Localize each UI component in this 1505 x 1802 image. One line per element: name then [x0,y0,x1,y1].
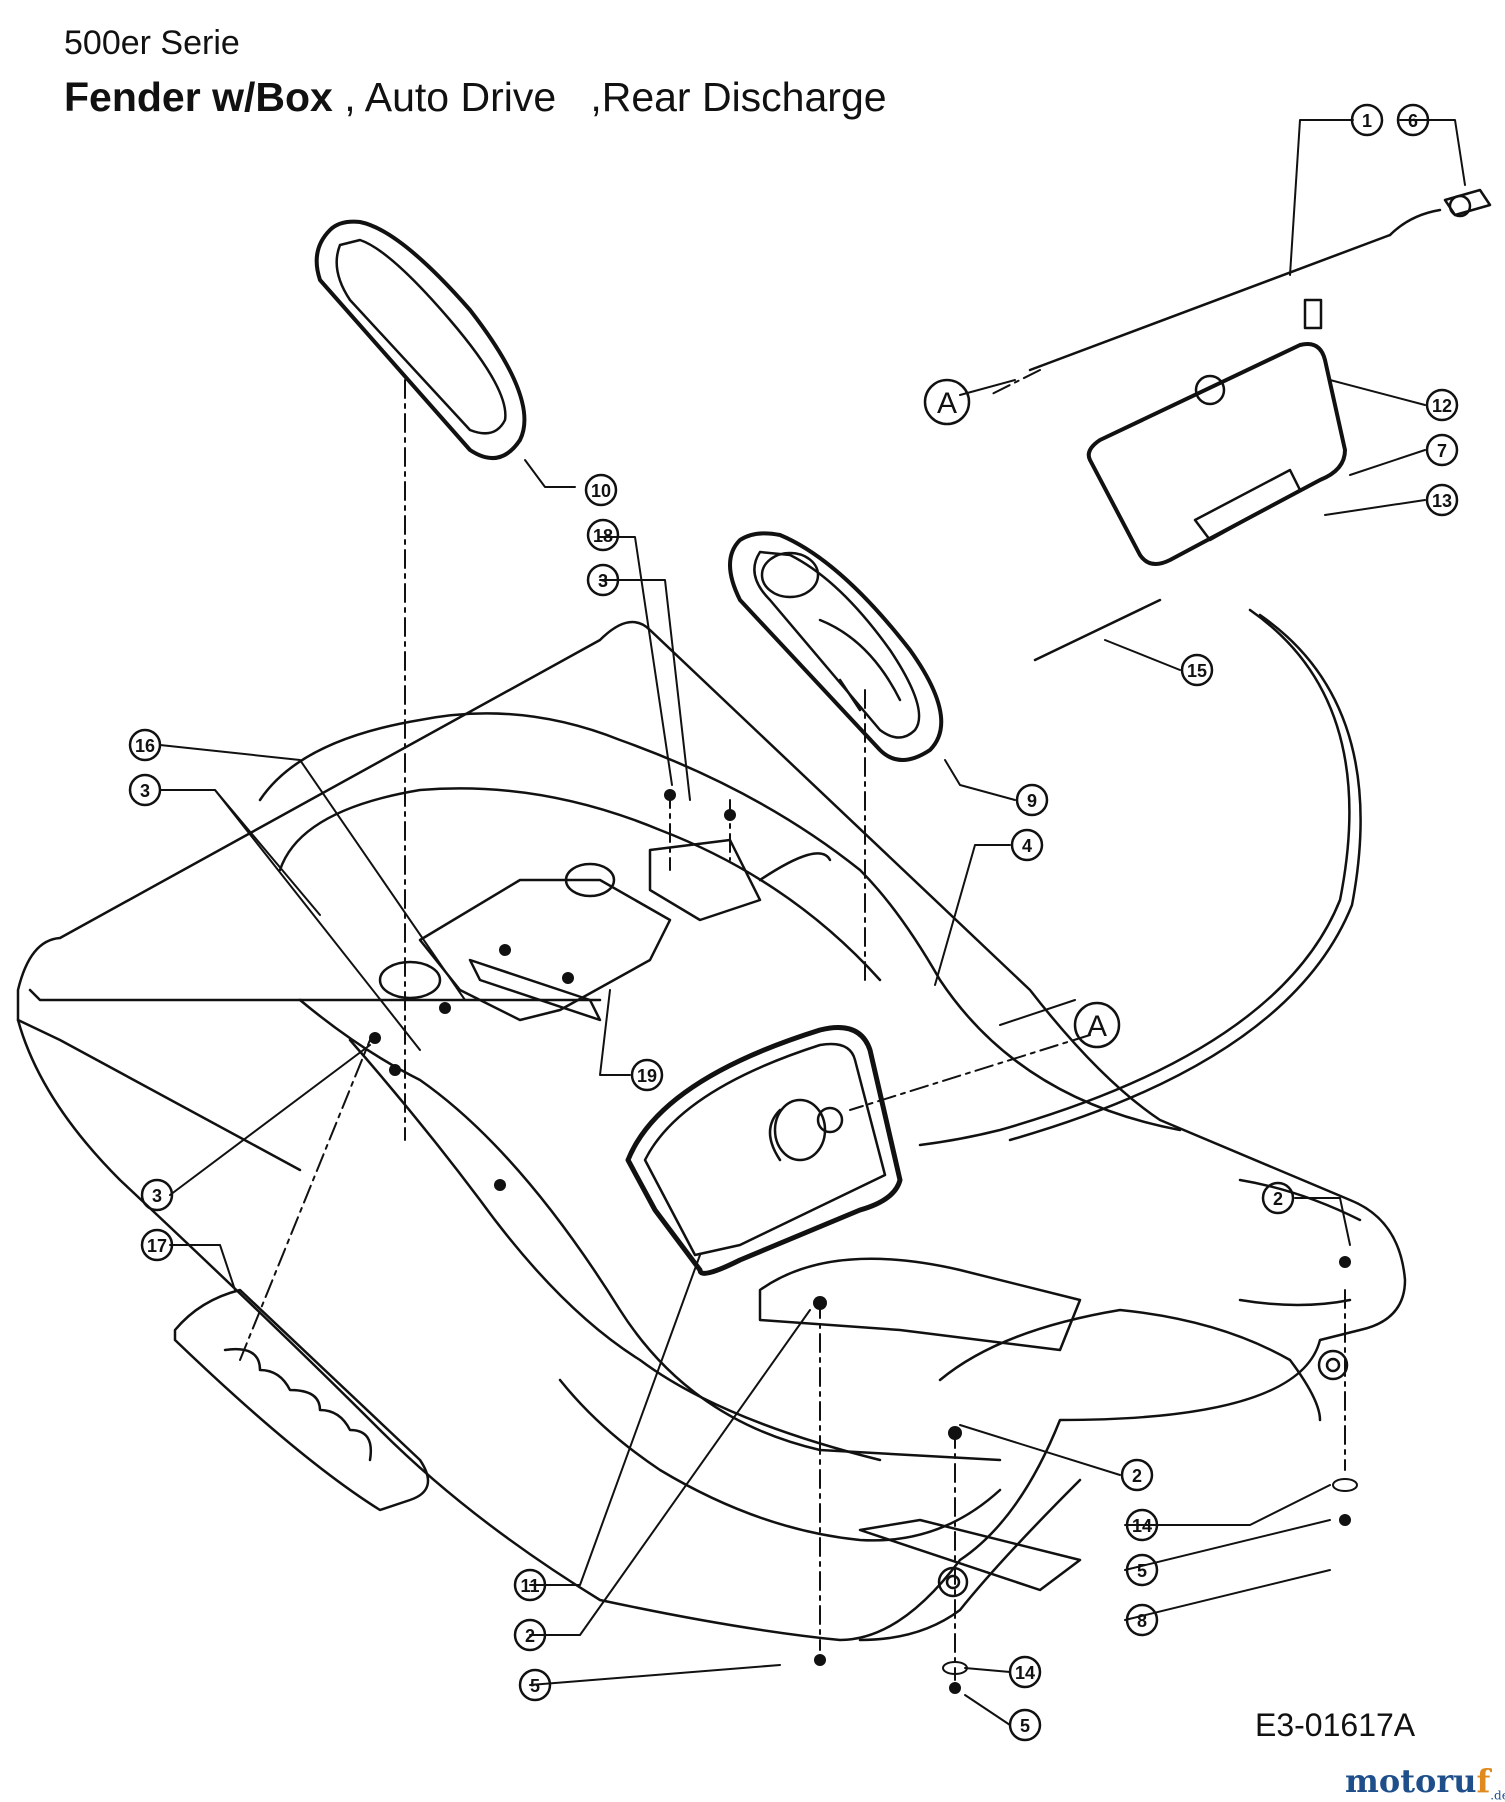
callout-13: 13 [1432,491,1452,511]
callout-6: 6 [1408,111,1418,131]
callout-14-bottom: 14 [1015,1663,1035,1683]
callout-11: 11 [520,1576,539,1596]
title-rest: , Auto Drive ,Rear Discharge [332,74,887,120]
callout-18: 18 [593,526,613,546]
mount-plate [378,838,832,1022]
callout-15: 15 [1187,661,1207,681]
callout-17: 17 [147,1236,167,1256]
series-label: 500er Serie [64,24,240,62]
brand-main: motoru [1345,1762,1477,1800]
callout-9: 9 [1027,791,1037,811]
diagram-code: E3-01617A [1255,1707,1416,1743]
leader-lines [159,119,1466,1726]
cable-1 [1028,188,1492,372]
title-bold: Fender w/Box [64,74,333,120]
callout-labels: 1 6 12 7 13 15 A A 10 18 3 16 3 9 4 19 3… [135,111,1452,1736]
rod-15 [1033,598,1162,662]
diagram-title: Fender w/Box , Auto Drive ,Rear Discharg… [64,74,887,121]
reflector-17 [173,1288,430,1512]
discharge-box [625,1025,903,1276]
callout-10: 10 [591,481,611,501]
callout-3-lower: 3 [152,1186,162,1206]
assembly-lines [239,369,1346,1681]
callout-circles [128,103,1459,1742]
arc-strap [918,608,1351,1147]
trim-oval-10 [314,219,527,460]
brand-accent: f [1476,1762,1491,1800]
fasteners [369,789,1358,1694]
box-cover-12 [1086,342,1347,566]
callout-16: 16 [135,736,155,756]
brand-suffix: .de [1490,1788,1505,1802]
callout-2-right: 2 [1273,1189,1283,1209]
watermark-logo: motoruf.de [1345,1762,1505,1802]
callout-A-top: A [937,387,957,420]
trim-oval-9 [728,531,944,762]
callout-A-bottom: A [1087,1010,1107,1043]
callout-5-right: 5 [1137,1561,1147,1581]
callout-3-upper: 3 [598,571,608,591]
callout-4: 4 [1022,836,1032,856]
callout-14-right: 14 [1132,1516,1152,1536]
callout-3-left: 3 [140,781,150,801]
callout-2-left: 2 [525,1626,535,1646]
callout-7: 7 [1437,441,1447,461]
callout-12: 12 [1432,396,1452,416]
callout-19: 19 [637,1066,657,1086]
fender-body [16,620,1407,1642]
callout-5-bottom: 5 [1020,1716,1030,1736]
callout-5-left: 5 [530,1676,540,1696]
callout-2-mid: 2 [1132,1466,1142,1486]
callout-1: 1 [1362,111,1372,131]
callout-8: 8 [1137,1611,1147,1631]
